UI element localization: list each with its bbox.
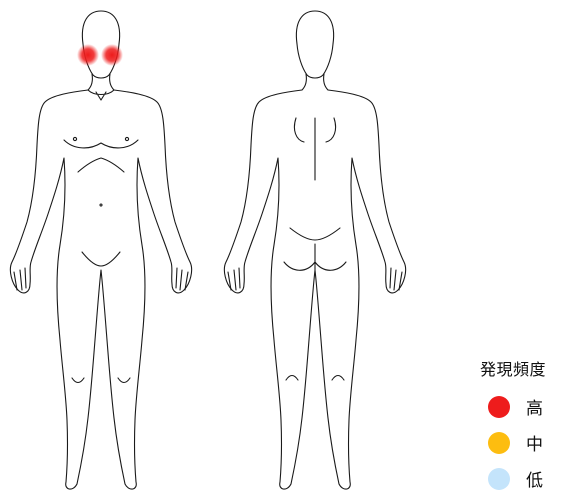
legend-item-high: 高 [488, 394, 543, 419]
back-body-figure [224, 11, 405, 489]
legend-item-low: 低 [488, 466, 543, 491]
back-neck [302, 74, 328, 90]
front-groin [82, 252, 120, 266]
front-navel [100, 204, 102, 206]
highlight-temple-left [101, 44, 123, 66]
legend-title: 発現頻度 [480, 356, 570, 380]
frequency-legend: 発現頻度 高 中 低 [480, 356, 570, 380]
front-pectorals [64, 140, 138, 148]
front-nipple-right [125, 137, 128, 140]
front-collar [88, 90, 114, 100]
legend-dot-low [488, 468, 510, 490]
legend-dot-high [488, 396, 510, 418]
front-torso-outline [10, 90, 191, 489]
symptom-highlights [77, 44, 123, 66]
legend-label-high: 高 [526, 394, 543, 419]
legend-label-low: 低 [526, 466, 543, 491]
front-knees [72, 378, 130, 383]
front-nipple-left [73, 137, 76, 140]
legend-dot-medium [488, 432, 510, 454]
back-knees [286, 376, 344, 381]
back-head [296, 11, 333, 78]
legend-label-medium: 中 [526, 430, 543, 455]
front-ribs [78, 158, 124, 172]
front-neck [88, 74, 114, 90]
highlight-temple-right [77, 44, 99, 66]
front-body-figure [10, 11, 191, 489]
legend-item-medium: 中 [488, 430, 543, 455]
back-buttocks [284, 244, 346, 270]
back-lower [290, 228, 340, 240]
